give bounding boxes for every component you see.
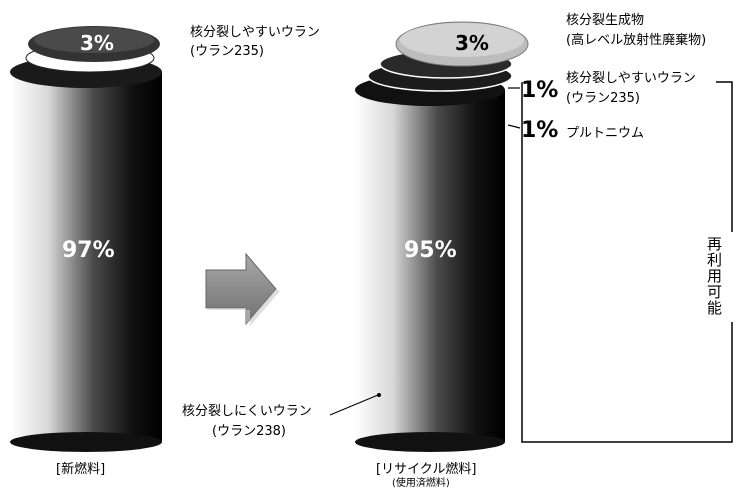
- recycled-fuel-cylinder: [355, 21, 529, 452]
- reusable-bracket: [521, 81, 733, 443]
- fission-products-percent: 3%: [455, 31, 489, 55]
- new-fuel-caption: [新燃料]: [56, 462, 106, 477]
- new-fuel-top-label-1: 核分裂しやすいウラン: [190, 25, 320, 40]
- fission-products-label-2: (高レベル放射性廃棄物): [566, 33, 707, 48]
- new-fuel-top-percent: 3%: [80, 31, 114, 55]
- recycled-u235-label-1: 核分裂しやすいウラン: [566, 71, 696, 86]
- transition-arrow: [205, 252, 280, 326]
- reusable-label: 再利用可能: [705, 236, 723, 316]
- new-fuel-top-label-2: (ウラン235): [190, 44, 264, 59]
- new-fuel-bottom-label-1: 核分裂しにくいウラン: [182, 404, 312, 419]
- recycled-fuel-subcaption: (使用済燃料): [392, 478, 450, 489]
- recycled-u235-percent: 1%: [521, 78, 559, 103]
- recycled-u235-label-2: (ウラン235): [566, 91, 640, 106]
- pu-leader: [507, 124, 521, 129]
- recycled-body-percent: 95%: [404, 238, 457, 263]
- plutonium-percent: 1%: [521, 118, 559, 143]
- plutonium-label: プルトニウム: [566, 126, 645, 141]
- u238-leader: [329, 394, 379, 416]
- recycled-fuel-caption: [リサイクル燃料]: [376, 462, 477, 477]
- new-fuel-cylinder: [10, 26, 162, 452]
- fission-products-label-1: 核分裂生成物: [566, 13, 645, 28]
- new-fuel-body-percent: 97%: [62, 238, 115, 263]
- new-fuel-bottom-label-2: (ウラン238): [212, 424, 286, 439]
